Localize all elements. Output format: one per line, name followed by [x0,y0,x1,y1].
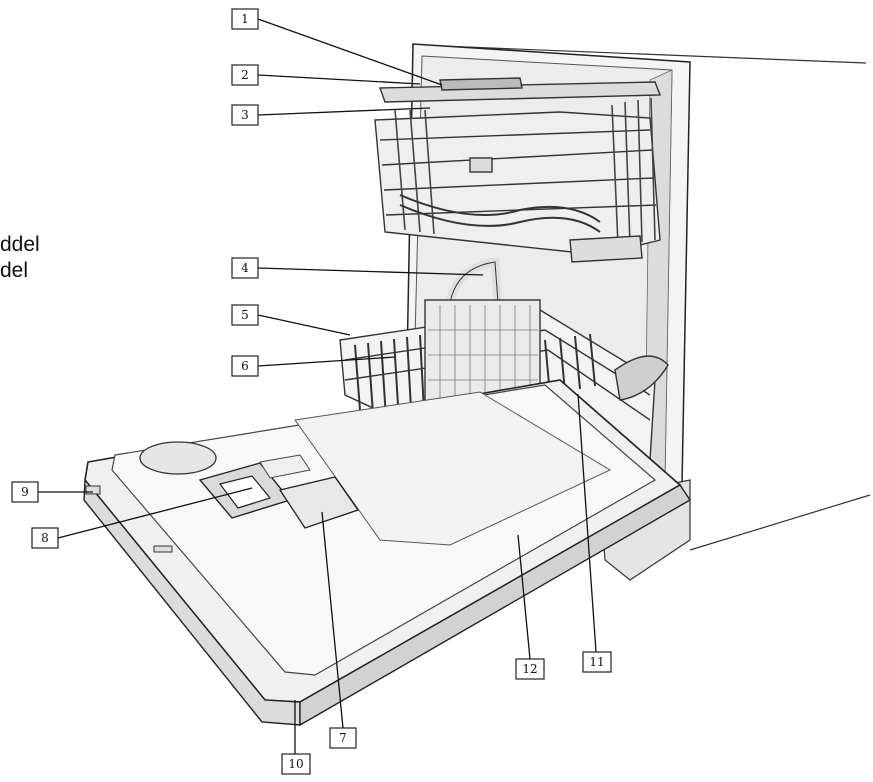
callout-9-label: 9 [21,485,29,499]
callout-3-label: 3 [241,108,249,122]
callout-2: 2 [231,64,259,86]
callout-12: 12 [515,658,545,680]
callout-8: 8 [31,527,59,549]
open-door [83,379,691,727]
callout-6-label: 6 [241,359,249,373]
callout-9: 9 [11,481,39,503]
callout-3: 3 [231,104,259,126]
callout-7-label: 7 [339,731,347,745]
upper-rack [374,77,662,263]
callout-4: 4 [231,257,259,279]
callout-12-label: 12 [522,662,537,676]
callout-8-label: 8 [41,531,49,545]
callout-11-label: 11 [589,655,604,669]
callout-11: 11 [582,651,612,673]
callout-10-label: 10 [288,757,303,771]
callout-1: 1 [231,8,259,30]
leader-lines [38,18,597,754]
callout-1-label: 1 [241,12,249,26]
callout-5-label: 5 [241,308,249,322]
cut-off-text-line-1: ddel [0,233,40,256]
callout-4-label: 4 [241,261,249,275]
callout-10: 10 [281,753,311,775]
callout-6: 6 [231,355,259,377]
callout-2-label: 2 [241,68,249,82]
callout-5: 5 [231,304,259,326]
cabinet-outline [414,44,871,551]
cut-off-text-line-2: del [0,259,29,282]
callout-7: 7 [329,727,357,749]
